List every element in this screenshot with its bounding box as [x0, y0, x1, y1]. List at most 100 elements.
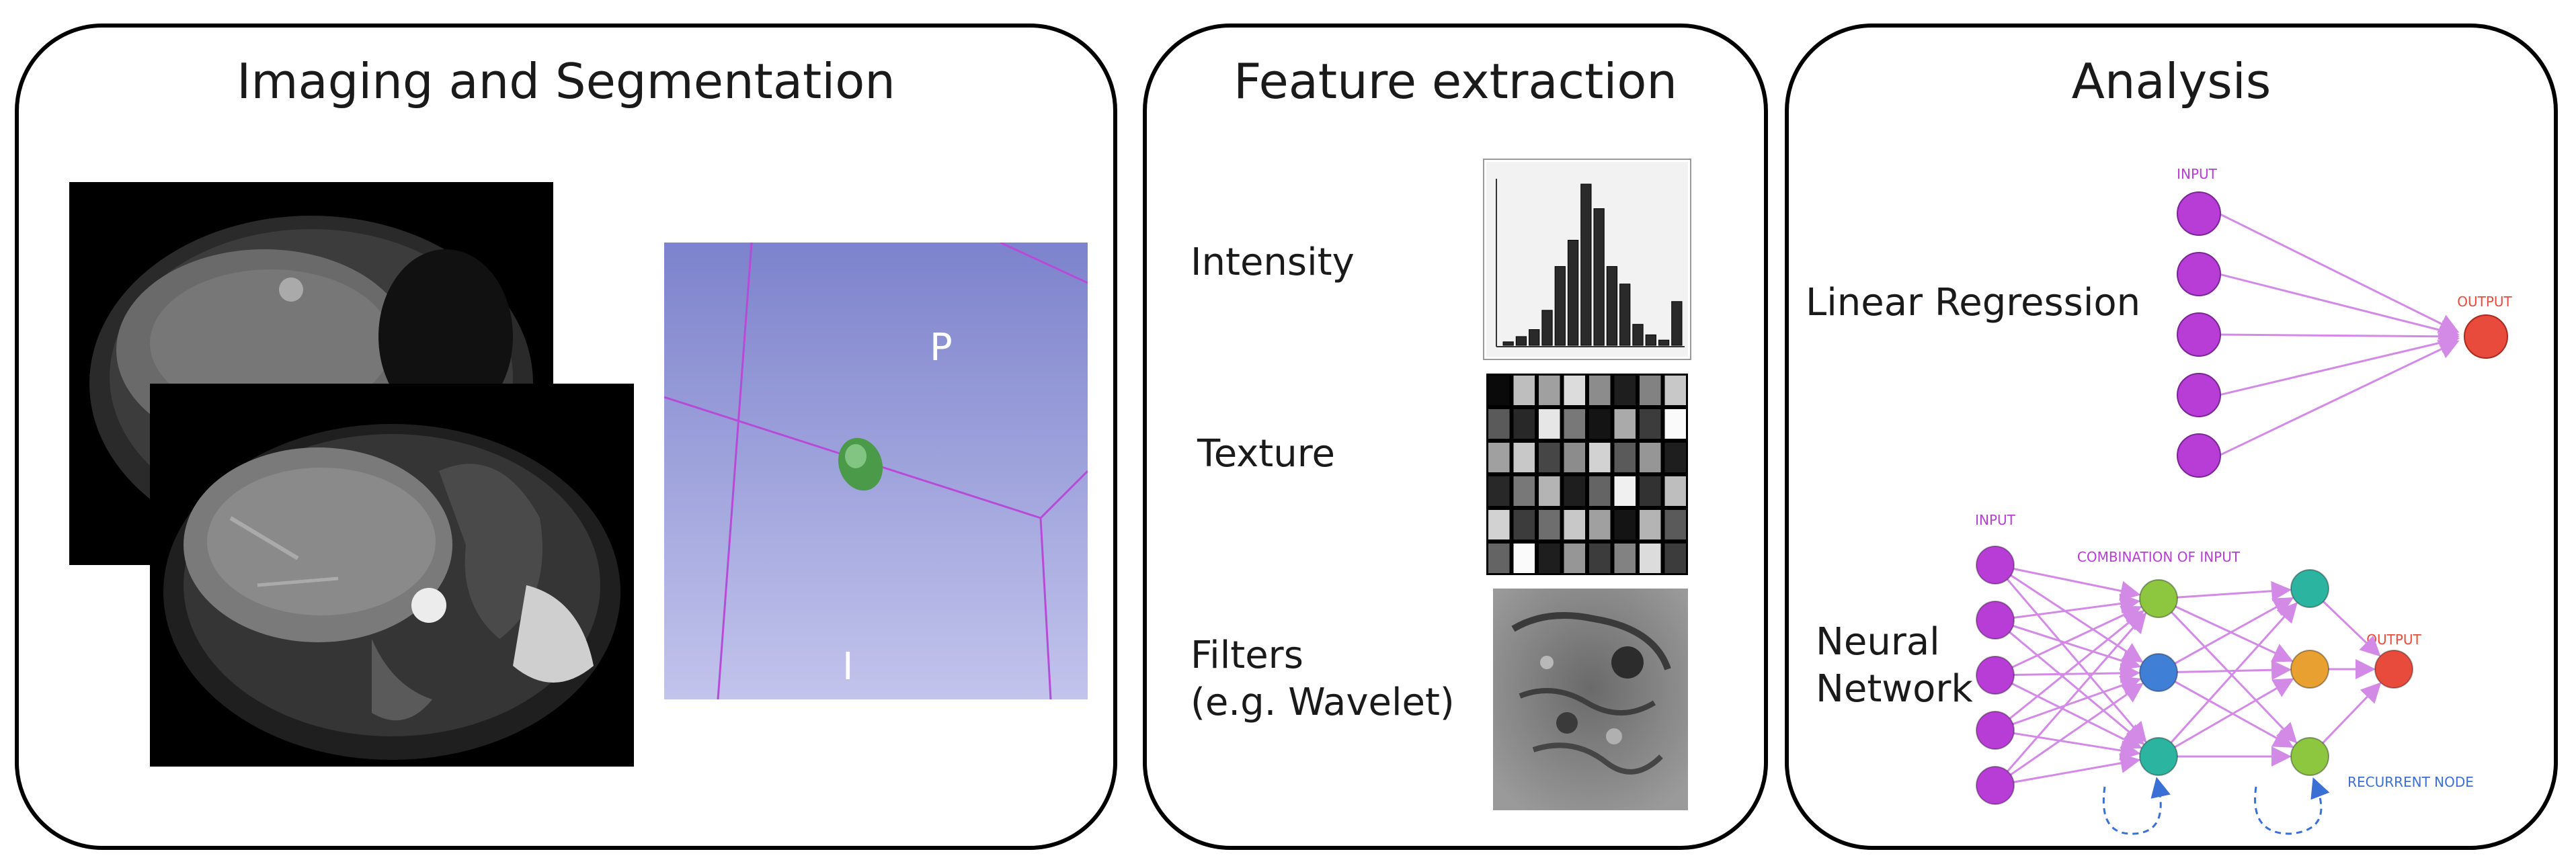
segmentation-view: P I	[664, 243, 1088, 699]
nn-connection	[2013, 753, 2141, 783]
nn-connection	[2323, 601, 2381, 657]
texture-cell	[1539, 510, 1560, 539]
lr-output-label: OUTPUT	[2457, 294, 2512, 310]
histogram-bar	[1645, 334, 1656, 346]
texture-cell	[1488, 544, 1510, 573]
histogram-bar	[1671, 301, 1683, 346]
lr-input-node	[2177, 191, 2221, 236]
texture-cell	[1664, 376, 1686, 405]
texture-cell	[1539, 544, 1560, 573]
feature-extraction-panel: Feature extraction Intensity Texture Fil…	[1143, 24, 1768, 850]
nn-connection	[2170, 602, 2298, 744]
texture-cell	[1614, 510, 1636, 539]
nn-connection	[2009, 609, 2144, 720]
nn-connection	[2007, 578, 2147, 743]
nn-input-label: INPUT	[1975, 512, 2016, 528]
texture-cell	[1664, 409, 1686, 439]
texture-cell	[1589, 376, 1611, 405]
texture-cell	[1513, 409, 1535, 439]
nn-connection	[2174, 597, 2294, 664]
histogram-bar	[1554, 266, 1566, 346]
texture-cell	[1664, 510, 1686, 539]
nn-hidden-node	[2139, 737, 2178, 776]
lr-input-label: INPUT	[2177, 166, 2218, 182]
imaging-title: Imaging and Segmentation	[237, 53, 895, 110]
linear-regression-label: Linear Regression	[1806, 281, 2141, 325]
texture-cell	[1664, 544, 1686, 573]
histogram-bar	[1593, 208, 1605, 346]
texture-cell	[1513, 544, 1535, 573]
nn-hidden-node	[2139, 579, 2178, 618]
texture-cell	[1640, 376, 1661, 405]
lr-input-node	[2177, 252, 2221, 296]
lr-output-node	[2464, 314, 2508, 359]
nn-connection	[2174, 678, 2294, 748]
nn-hidden-node	[2139, 653, 2178, 692]
feature-label-texture: Texture	[1197, 432, 1335, 476]
texture-cell	[1614, 409, 1636, 439]
neural-network-diagram: INPUT COMBINATION OF INPUT OUTPUT RECURR…	[1967, 491, 2552, 854]
nn-hidden-node	[2290, 737, 2329, 776]
texture-cell	[1488, 476, 1510, 506]
feature-label-intensity: Intensity	[1191, 241, 1355, 284]
histogram-bar	[1606, 266, 1618, 346]
texture-cell	[1488, 510, 1510, 539]
nn-hidden-node	[2290, 569, 2329, 608]
nn-connection	[2322, 682, 2382, 744]
texture-cell	[1513, 443, 1535, 472]
histogram-bar	[1632, 324, 1644, 346]
nn-connection	[2171, 611, 2298, 744]
lr-input-node	[2177, 312, 2221, 357]
nn-connection	[2012, 675, 2142, 726]
nn-connection	[2007, 612, 2147, 772]
nn-connection	[2010, 574, 2144, 663]
nn-input-node	[1976, 601, 2015, 640]
histogram-bar	[1529, 329, 1540, 346]
histogram-bar	[1658, 339, 1670, 346]
nn-connection	[2013, 593, 2141, 619]
texture-cell	[1513, 376, 1535, 405]
texture-cell	[1640, 544, 1661, 573]
orientation-label-i: I	[842, 645, 854, 689]
texture-cell	[1564, 409, 1585, 439]
nn-connection	[2177, 580, 2292, 601]
imaging-panel: Imaging and Segmentation	[15, 24, 1117, 850]
texture-cell	[1589, 443, 1611, 472]
nn-connection	[2013, 662, 2141, 683]
nn-connection	[2177, 660, 2292, 681]
neural-network-label: Neural Network	[1816, 620, 1973, 711]
texture-cell	[1564, 443, 1585, 472]
texture-cell	[1640, 476, 1661, 506]
texture-cell	[1539, 443, 1560, 472]
lr-input-node	[2177, 433, 2221, 478]
texture-cell	[1640, 443, 1661, 472]
feature-title: Feature extraction	[1233, 53, 1678, 110]
texture-cell	[1564, 376, 1585, 405]
texture-cell	[1614, 544, 1636, 573]
texture-cell	[1640, 409, 1661, 439]
nn-hidden-label: COMBINATION OF INPUT	[2077, 549, 2241, 565]
texture-cell	[1488, 376, 1510, 405]
orientation-label-p: P	[930, 326, 953, 370]
histogram-bar	[1502, 341, 1514, 346]
histogram-bar	[1580, 183, 1592, 346]
texture-cell	[1564, 476, 1585, 506]
intensity-histogram	[1483, 159, 1691, 360]
texture-matrix	[1486, 374, 1688, 575]
nn-connection	[2011, 683, 2142, 749]
texture-cell	[1614, 376, 1636, 405]
nn-output-node	[2374, 650, 2413, 689]
texture-cell	[1640, 510, 1661, 539]
histogram-bar	[1619, 284, 1631, 346]
nn-connection	[2013, 732, 2141, 761]
nn-input-node	[1976, 766, 2015, 805]
texture-cell	[1539, 476, 1560, 506]
nn-connection	[2175, 605, 2294, 662]
texture-cell	[1539, 376, 1560, 405]
linear-regression-diagram: INPUT OUTPUT	[2162, 159, 2538, 508]
feature-label-filters: Filters (e.g. Wavelet)	[1191, 634, 1455, 724]
nn-connection	[2011, 605, 2142, 668]
histogram-bar	[1541, 310, 1553, 346]
texture-cell	[1614, 443, 1636, 472]
texture-cell	[1564, 510, 1585, 539]
